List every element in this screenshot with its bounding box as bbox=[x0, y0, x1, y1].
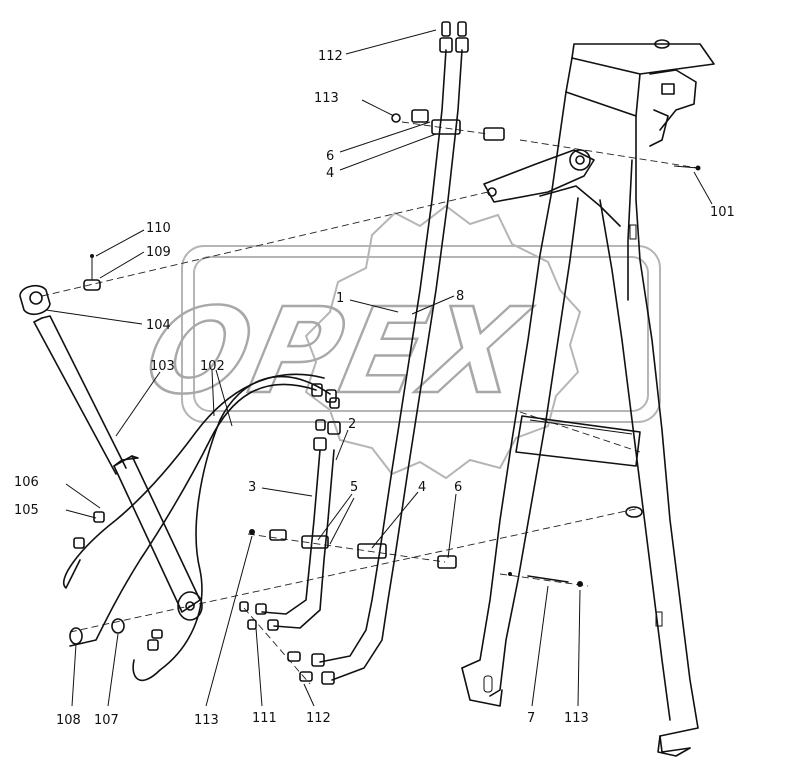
label-4-top: 4 bbox=[326, 166, 334, 181]
label-1: 1 bbox=[336, 291, 344, 306]
label-4-mid: 4 bbox=[418, 480, 426, 495]
watermark-gear-outline bbox=[304, 204, 582, 480]
label-108: 108 bbox=[56, 713, 81, 728]
label-109: 109 bbox=[146, 245, 171, 260]
label-110: 110 bbox=[146, 221, 171, 236]
clamps-and-fasteners bbox=[69, 109, 583, 645]
label-113-top: 113 bbox=[314, 91, 339, 106]
label-106: 106 bbox=[14, 475, 39, 490]
hydraulic-cylinder bbox=[19, 254, 203, 621]
label-102: 102 bbox=[200, 359, 225, 374]
label-112-top: 112 bbox=[318, 49, 343, 64]
label-6-top: 6 bbox=[326, 149, 334, 164]
label-112-bottom: 112 bbox=[306, 711, 331, 726]
label-111: 111 bbox=[252, 711, 277, 726]
label-8: 8 bbox=[456, 289, 464, 304]
label-113-bottom-right: 113 bbox=[564, 711, 589, 726]
label-107: 107 bbox=[94, 713, 119, 728]
label-6-mid: 6 bbox=[454, 480, 462, 495]
watermark-outer-frame bbox=[181, 245, 661, 423]
middle-hoses bbox=[239, 397, 341, 631]
label-7: 7 bbox=[527, 711, 535, 726]
label-103: 103 bbox=[150, 359, 175, 374]
return-hose-loop bbox=[63, 373, 337, 682]
label-113-bottom-left: 113 bbox=[194, 713, 219, 728]
label-104: 104 bbox=[146, 318, 171, 333]
watermark-inner-frame bbox=[193, 256, 649, 412]
leader-lines bbox=[45, 29, 713, 707]
label-105: 105 bbox=[14, 503, 39, 518]
label-3: 3 bbox=[248, 480, 256, 495]
label-2: 2 bbox=[348, 417, 356, 432]
label-5: 5 bbox=[350, 480, 358, 495]
long-hoses bbox=[287, 21, 469, 685]
part-number-labels: 112 113 6 4 101 110 109 1 8 104 103 102 … bbox=[14, 49, 735, 728]
loader-frame-mast bbox=[461, 39, 715, 757]
label-101: 101 bbox=[710, 205, 735, 220]
